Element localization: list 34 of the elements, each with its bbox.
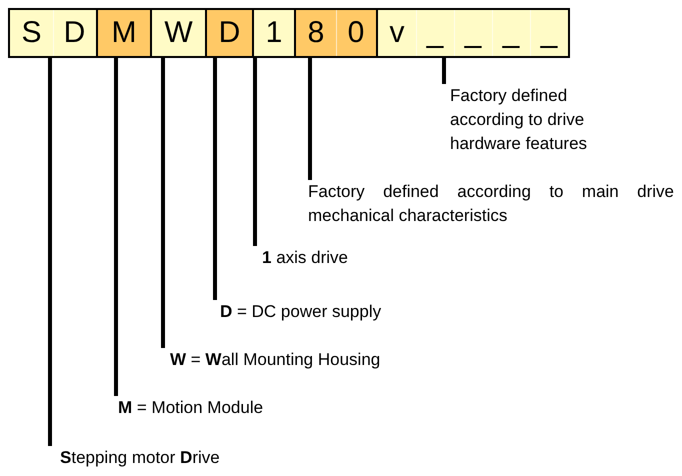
code-segment [150,10,205,56]
code-character: M [110,15,138,51]
code-character: 1 [264,15,284,51]
code-character: _ [416,10,454,56]
code-segment [205,10,252,56]
leader-line [213,58,217,300]
leader-line [442,58,446,84]
code-character: D [53,10,96,56]
description-text: 1 axis drive [253,246,413,270]
description-text: M = Motion Module [114,396,354,420]
description-text: Factory defined according to drive hardware features [442,84,642,156]
description-text: D = DC power supply [213,300,453,324]
code-segment [294,10,376,56]
code-segment [96,10,150,56]
description-text: Stepping motor Drive [48,446,288,470]
description-text: Factory defined according to main drive mechanical characteristics [308,180,680,228]
code-character: D [218,15,242,51]
code-character: _ [454,10,492,56]
leader-line [114,58,118,396]
leader-line [161,58,165,348]
code-character: _ [530,10,568,56]
description-text: W = Wall Mounting Housing [161,348,461,372]
code-character: W [163,15,194,51]
code-segment [10,10,96,56]
code-character: 0 [336,10,376,56]
code-segment [376,10,568,56]
code-character: S [20,15,42,51]
leader-line [253,58,257,246]
code-segment [252,10,294,56]
leader-line [48,58,52,446]
leader-line [308,58,312,180]
code-character: 8 [306,15,326,51]
code-character: _ [492,10,530,56]
code-character: v [388,15,406,51]
